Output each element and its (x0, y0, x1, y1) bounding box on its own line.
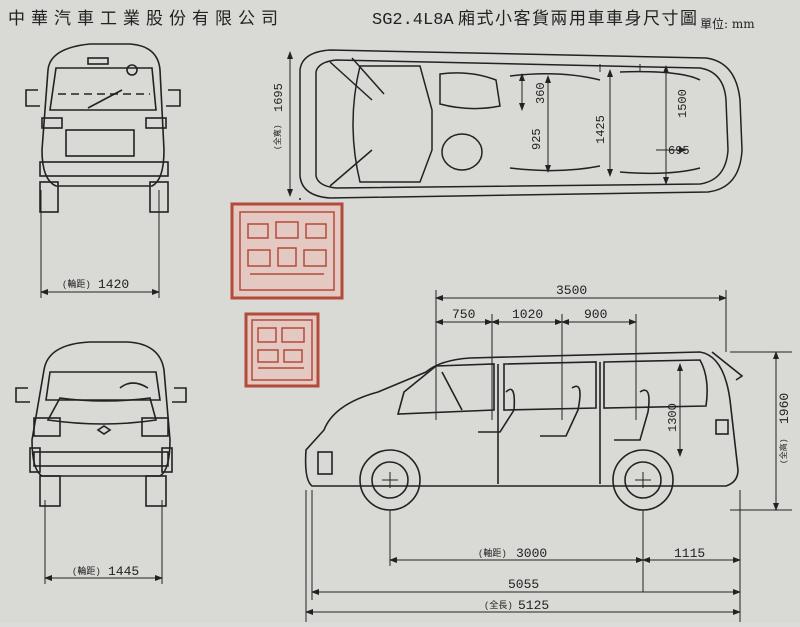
drawing-title: 廂式小客貨兩用車車身尺寸圖 (458, 9, 699, 29)
company-name: 中華汽車工業股份有限公司 (8, 9, 284, 29)
rear-overhang: 1115 (674, 546, 705, 561)
front-view (25, 43, 181, 298)
interior-width-b: 1425 (594, 115, 608, 144)
model-code: SG2.4L8A (372, 11, 454, 30)
overall-height-value: 1960 (777, 393, 792, 424)
overall-height-label: (全高) (778, 438, 789, 464)
side-dimension-lines (305, 290, 792, 622)
overall-width-label: (全寬) (272, 124, 283, 150)
aisle-width: 695 (668, 144, 690, 158)
interior-height: 1300 (666, 403, 680, 432)
stamp-large (230, 202, 344, 300)
row3-length: 900 (584, 307, 607, 322)
top-view (287, 49, 743, 200)
unit-label: 單位: mm (700, 16, 755, 31)
rear-tread-label: (輪距) (72, 565, 101, 577)
overall-length-value: 5125 (518, 598, 549, 613)
front-tread-label: (輪距) (62, 278, 91, 290)
row1-length: 750 (452, 307, 475, 322)
rear-view (15, 341, 187, 584)
cabin-length: 3500 (556, 283, 587, 298)
side-view (304, 351, 744, 511)
row2-length: 1020 (512, 307, 543, 322)
wheelbase-value: 3000 (516, 546, 547, 561)
interior-height-a: 360 (534, 82, 548, 104)
header: 中華汽車工業股份有限公司 SG2.4L8A 廂式小客貨兩用車車身尺寸圖 單位: … (8, 9, 755, 31)
wheelbase-label: (軸距) (478, 547, 507, 559)
interior-width-a: 925 (530, 128, 544, 150)
overall-length-label: (全長) (484, 599, 513, 611)
rear-tread-value: 1445 (108, 564, 139, 579)
interior-width-c: 1500 (676, 89, 690, 118)
body-length: 5055 (508, 577, 539, 592)
front-tread-value: 1420 (98, 277, 129, 292)
overall-width-value: 1695 (272, 83, 286, 112)
stamp-small (244, 312, 320, 388)
